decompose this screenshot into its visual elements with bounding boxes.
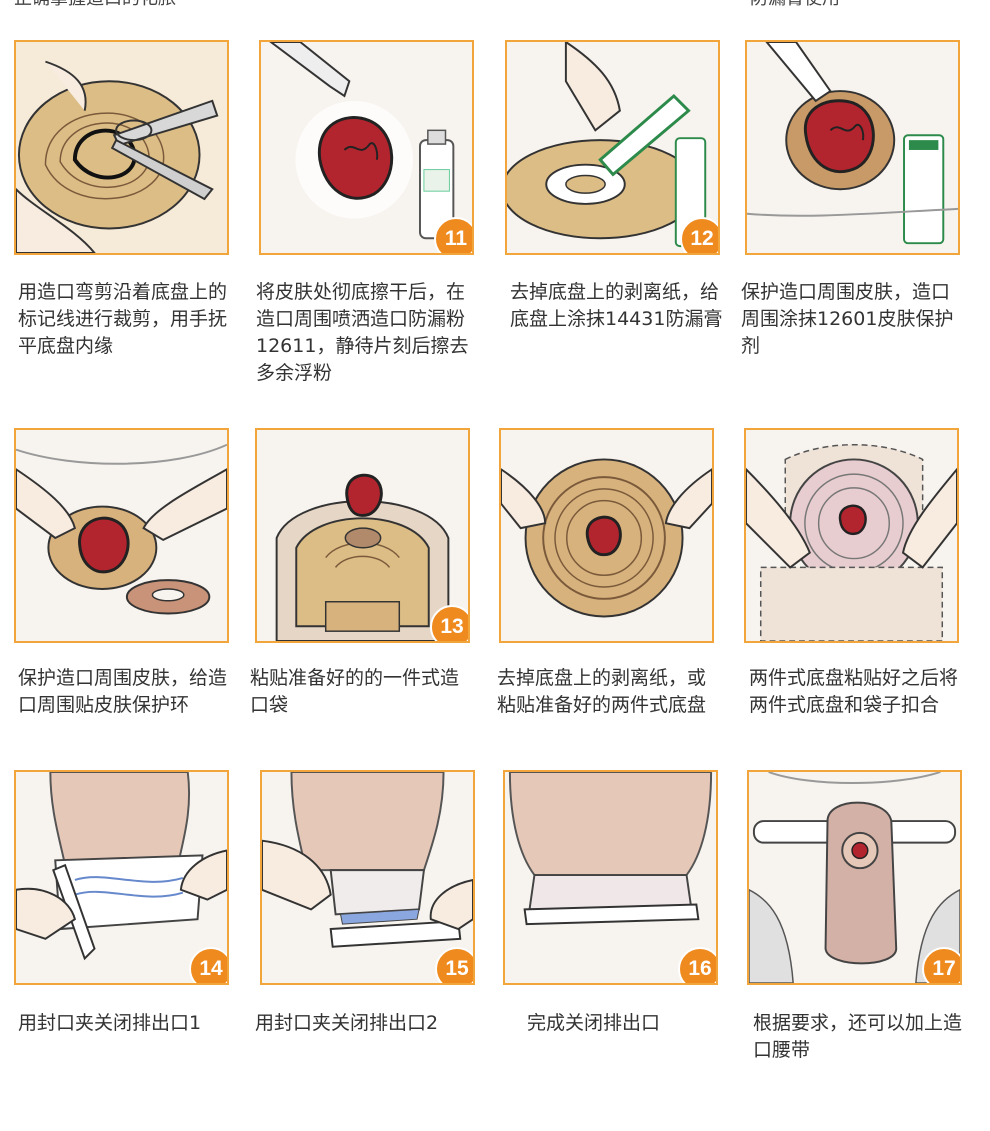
step-illustration-paste: 12 [505, 40, 720, 255]
step-caption: 保护造口周围皮肤，给造口周围贴皮肤保护环 [18, 667, 228, 716]
step-number-badge: 15 [435, 947, 473, 983]
step-illustration-stoma-powder: 11 [259, 40, 474, 255]
step-number-badge: 17 [922, 947, 960, 983]
step-illustration-clip-outlet-1: 14 [14, 770, 229, 985]
step-number-badge: 14 [189, 947, 227, 983]
step-caption: 去掉底盘上的剥离纸，或粘贴准备好的两件式底盘 [497, 667, 707, 716]
step-caption: 去掉底盘上的剥离纸，给底盘上涂抹14431防漏膏 [510, 281, 723, 330]
step-illustration-two-piece-wafer [499, 428, 714, 643]
step-illustration-cut-wafer [14, 40, 229, 255]
step-number-badge: 11 [434, 217, 472, 253]
step-caption: 完成关闭排出口 [527, 1012, 661, 1034]
step-illustration-one-piece-pouch: 13 [255, 428, 470, 643]
step-illustration-clip-outlet-2: 15 [260, 770, 475, 985]
step-caption: 两件式底盘粘贴好之后将两件式底盘和袋子扣合 [749, 667, 959, 716]
step-caption: 粘贴准备好的的一件式造口袋 [250, 667, 460, 716]
step-caption: 用封口夹关闭排出口2 [255, 1012, 439, 1034]
step-illustration-skin-protectant [745, 40, 960, 255]
top-text-fragment-right: 防漏膏使用 [750, 0, 900, 8]
step-caption: 根据要求，还可以加上造口腰带 [753, 1012, 963, 1061]
step-illustration-attach-pouch [744, 428, 959, 643]
step-illustration-outlet-closed: 16 [503, 770, 718, 985]
top-text-fragment-left: 正确掌握造口的化脓 [14, 0, 244, 8]
step-illustration-ostomy-belt: 17 [747, 770, 962, 985]
step-illustration-protective-ring [14, 428, 229, 643]
step-number-badge: 16 [678, 947, 716, 983]
step-number-badge: 12 [680, 217, 718, 253]
step-caption: 将皮肤处彻底擦干后，在造口周围喷洒造口防漏粉12611，静待片刻后擦去多余浮粉 [256, 281, 469, 384]
step-number-badge: 13 [430, 605, 468, 641]
step-caption: 用造口弯剪沿着底盘上的标记线进行裁剪，用手抚平底盘内缘 [18, 281, 228, 357]
step-caption: 用封口夹关闭排出口1 [18, 1012, 202, 1034]
step-caption: 保护造口周围皮肤，造口周围涂抹12601皮肤保护剂 [741, 281, 954, 357]
